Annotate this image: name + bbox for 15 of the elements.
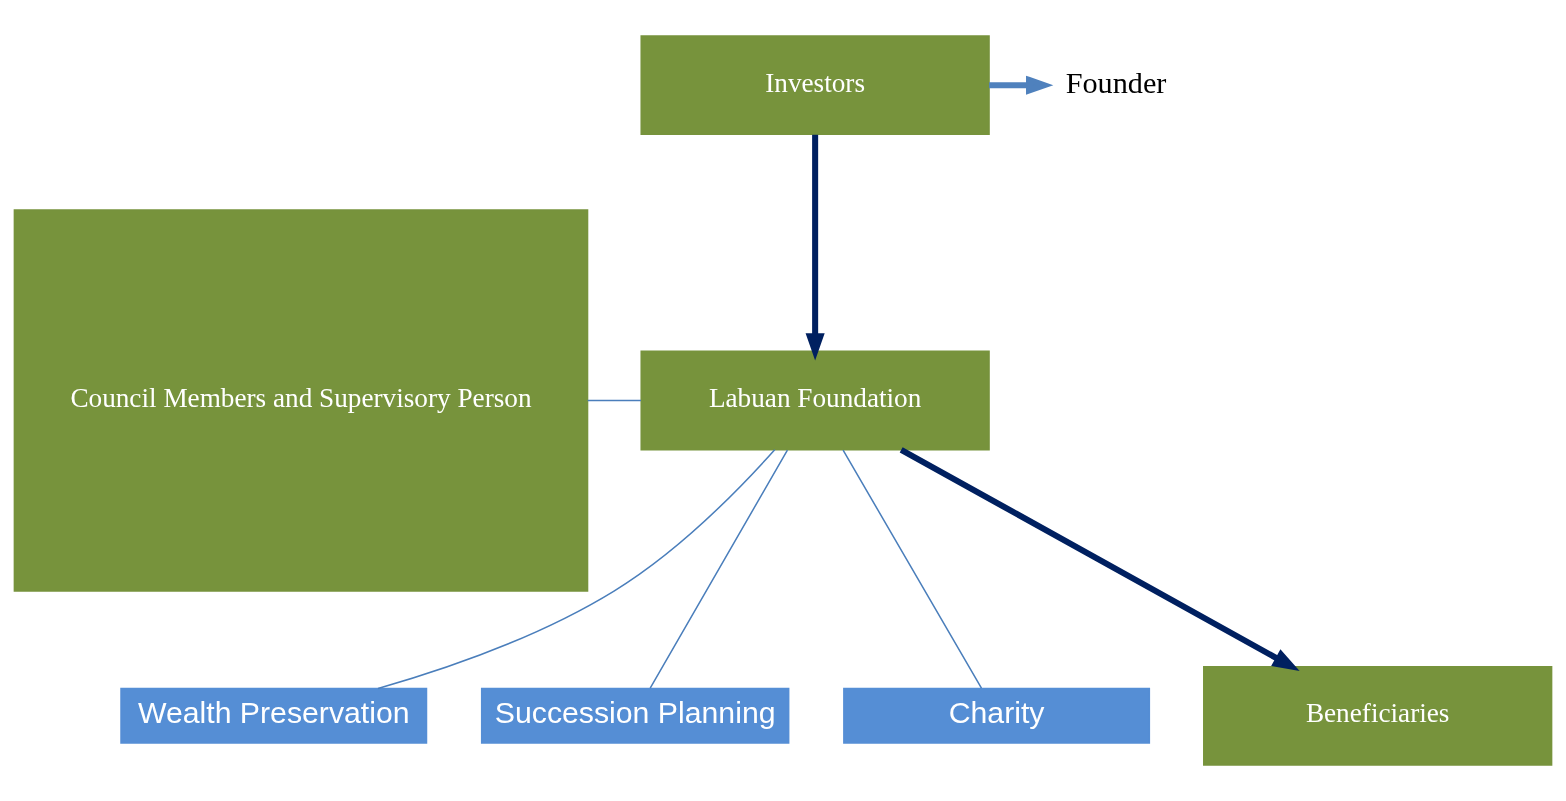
arrow xyxy=(899,447,1300,671)
node-box: Council Members and Supervisory Person xyxy=(13,209,589,592)
connector xyxy=(842,449,983,689)
arrow xyxy=(989,75,1054,95)
connector xyxy=(649,449,789,689)
node-box: Labuan Foundation xyxy=(640,350,990,451)
node-box: Investors xyxy=(640,35,990,136)
node-box: Succession Planning xyxy=(480,687,790,744)
connector xyxy=(377,448,776,690)
node-box: Beneficiaries xyxy=(1203,665,1553,766)
node-box: Wealth Preservation xyxy=(120,687,428,744)
arrow xyxy=(805,134,825,361)
connector xyxy=(586,399,642,402)
node-box: Charity xyxy=(843,687,1151,744)
node-text: Founder xyxy=(1065,65,1167,100)
